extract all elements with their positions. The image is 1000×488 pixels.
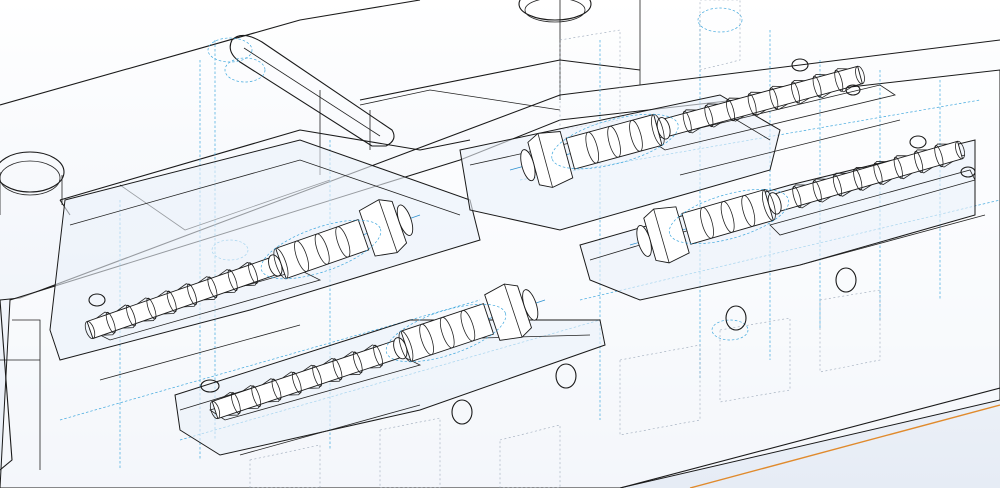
front-hole-4 xyxy=(835,267,857,293)
front-hole-1 xyxy=(451,399,473,425)
pocket-hole-6 xyxy=(960,166,976,178)
mounting-hole-top-left xyxy=(0,151,65,215)
connector-left-upper xyxy=(84,199,421,340)
slot xyxy=(229,34,395,147)
connector-left-lower xyxy=(209,283,546,420)
mounting-hole-top-center xyxy=(518,0,592,23)
front-hole-3 xyxy=(725,305,747,331)
pocket-hole-4 xyxy=(909,135,927,149)
bottom-edge xyxy=(619,387,1000,488)
pocket-hole-3 xyxy=(791,58,809,72)
pocket-hole-1 xyxy=(200,379,220,393)
fluid-connectors xyxy=(84,65,965,420)
pocket-hole-2 xyxy=(88,293,106,307)
connector-right-lower xyxy=(629,140,965,264)
pocket-hole-5 xyxy=(845,84,861,96)
ghost-blocks xyxy=(249,0,881,488)
connector-right-upper xyxy=(509,65,865,188)
front-mounting-holes xyxy=(88,58,976,425)
front-hole-2 xyxy=(555,363,577,389)
accent-edge xyxy=(689,404,1000,488)
